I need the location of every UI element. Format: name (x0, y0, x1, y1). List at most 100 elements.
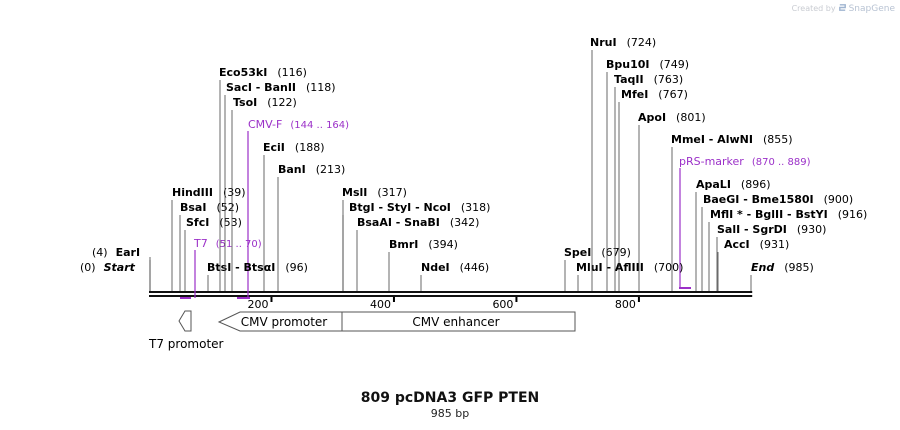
site-name: BsaAI - SnaBI (357, 216, 440, 229)
site-name: SpeI (564, 246, 591, 259)
site-baegi[interactable]: BaeGI - Bme1580I(900) (701, 193, 853, 291)
backbone (149, 291, 753, 297)
feature-cmv-enhancer[interactable]: CMV enhancer (341, 311, 576, 332)
site-position: (446) (460, 261, 490, 274)
snapgene-logo-icon (838, 3, 847, 14)
site-position: (767) (658, 88, 688, 101)
site-bsaai[interactable]: BsaAI - SnaBI (342) (356, 216, 480, 291)
primer-cmv-f[interactable]: CMV-F(144 .. 164) (237, 118, 349, 299)
site-label: MmeI - AlwNI (855) (671, 133, 793, 146)
site-position: (39) (223, 186, 246, 199)
site-label: MslI(317) (342, 186, 407, 199)
site-position: (700) (654, 261, 684, 274)
site-position: (342) (450, 216, 480, 229)
primer-label: pRS-marker(870 .. 889) (679, 155, 811, 168)
site-name: TsoI (233, 96, 257, 109)
site-label: BmrI (394) (389, 238, 458, 251)
site-name: MslI (342, 186, 367, 199)
site-tsoi[interactable]: TsoI(122) (231, 96, 297, 291)
site-name: SalI - SgrDI (717, 223, 787, 236)
site-position: (53) (219, 216, 242, 229)
site-name: MmeI - AlwNI (671, 133, 753, 146)
site-name: NruI (590, 36, 617, 49)
site-end[interactable]: End(985) (750, 261, 814, 291)
site-position: (724) (627, 36, 657, 49)
feature-cmv-promoter[interactable]: CMV promoter (217, 311, 343, 332)
site-name: BaeGI - Bme1580I (703, 193, 814, 206)
feature-t7-promoter[interactable]: T7 promoter (148, 310, 224, 351)
site-ndei[interactable]: NdeI (446) (420, 261, 490, 291)
site-label: SfcI(53) (186, 216, 242, 229)
site-position: (394) (428, 238, 458, 251)
site-position: (930) (797, 223, 827, 236)
primer-t7[interactable]: T7(51 .. 70) (180, 237, 262, 299)
site-hindiii[interactable]: HindIII (39) (171, 186, 246, 291)
site-label: ApoI(801) (638, 111, 706, 124)
site-label: HindIII (39) (172, 186, 246, 199)
site-bsai[interactable]: BsaI(52) (179, 201, 239, 291)
site-label: ApaLI(896) (696, 178, 771, 191)
site-label: BsaI(52) (180, 201, 239, 214)
site-sali[interactable]: SalI - SgrDI (930) (716, 223, 826, 291)
primer-range: (51 .. 70) (216, 239, 262, 250)
scale-tick: 400 (370, 297, 395, 311)
site-apoi[interactable]: ApoI(801) (638, 111, 706, 291)
site-start[interactable]: (0)Start (80, 257, 151, 291)
site-mfli[interactable]: MflI * - BglII - BstYI(916) (708, 208, 867, 291)
snapgene-credit: Created by SnapGene (792, 3, 895, 14)
site-bmri[interactable]: BmrI (394) (388, 238, 458, 291)
feature-label: CMV enhancer (412, 315, 499, 329)
site-position: (679) (601, 246, 631, 259)
site-position: (855) (763, 133, 793, 146)
site-ecii[interactable]: EciI(188) (263, 141, 325, 291)
site-name: BmrI (389, 238, 418, 251)
site-mfei[interactable]: MfeI(767) (618, 88, 688, 291)
site-bpu10i[interactable]: Bpu10I(749) (606, 58, 689, 291)
site-name: EciI (263, 141, 285, 154)
site-label: BaeGI - Bme1580I(900) (703, 193, 853, 206)
scale-tick: 600 (492, 297, 518, 311)
site-eari[interactable]: (4)EarI (92, 246, 151, 291)
scale-tick: 800 (615, 297, 640, 311)
site-apali[interactable]: ApaLI(896) (695, 178, 771, 291)
site-mlui[interactable]: MluI - AflIII(700) (576, 261, 683, 291)
scale-tick-label: 200 (247, 298, 268, 311)
site-label: AccI(931) (724, 238, 789, 251)
site-position: (52) (216, 201, 239, 214)
site-label: SpeI (679) (564, 246, 631, 259)
scale-tick: 200 (247, 297, 273, 311)
site-bani[interactable]: BanI(213) (277, 163, 346, 291)
site-label: Bpu10I(749) (606, 58, 689, 71)
site-name: HindIII (172, 186, 213, 199)
site-btgi[interactable]: BtgI - StyI - NcoI(318) (342, 201, 490, 291)
site-label: NruI (724) (590, 36, 656, 49)
site-position: (896) (741, 178, 771, 191)
site-name: BtsI - BtsαI (207, 261, 275, 274)
site-name: NdeI (421, 261, 450, 274)
site-eco53ki[interactable]: Eco53kI(116) (219, 66, 307, 291)
site-name: Start (104, 261, 136, 274)
site-label: TsoI(122) (233, 96, 297, 109)
site-sfci[interactable]: SfcI(53) (184, 216, 242, 291)
site-name: BtgI - StyI - NcoI (349, 201, 451, 214)
site-label: SacI - BanII(118) (226, 81, 336, 94)
site-taqii[interactable]: TaqII(763) (614, 73, 683, 291)
site-label: SalI - SgrDI (930) (717, 223, 826, 236)
site-label: BtsI - BtsαI(96) (207, 261, 308, 274)
site-nrui[interactable]: NruI (724) (590, 36, 656, 291)
primer-prs-marker[interactable]: pRS-marker(870 .. 889) (679, 155, 811, 289)
site-mmei[interactable]: MmeI - AlwNI (855) (671, 133, 793, 291)
primer-name: CMV-F (248, 118, 282, 131)
site-name: Eco53kI (219, 66, 267, 79)
site-position: (213) (316, 163, 346, 176)
primer-name: pRS-marker (679, 155, 744, 168)
site-position: (749) (660, 58, 690, 71)
site-saci[interactable]: SacI - BanII(118) (224, 81, 336, 291)
site-acci[interactable]: AccI(931) (717, 238, 789, 291)
site-spei[interactable]: SpeI (679) (564, 246, 631, 291)
site-position: (931) (760, 238, 790, 251)
feature-label: T7 promoter (148, 337, 224, 351)
site-btsi[interactable]: BtsI - BtsαI(96) (207, 261, 308, 291)
scale-tick-label: 800 (615, 298, 636, 311)
